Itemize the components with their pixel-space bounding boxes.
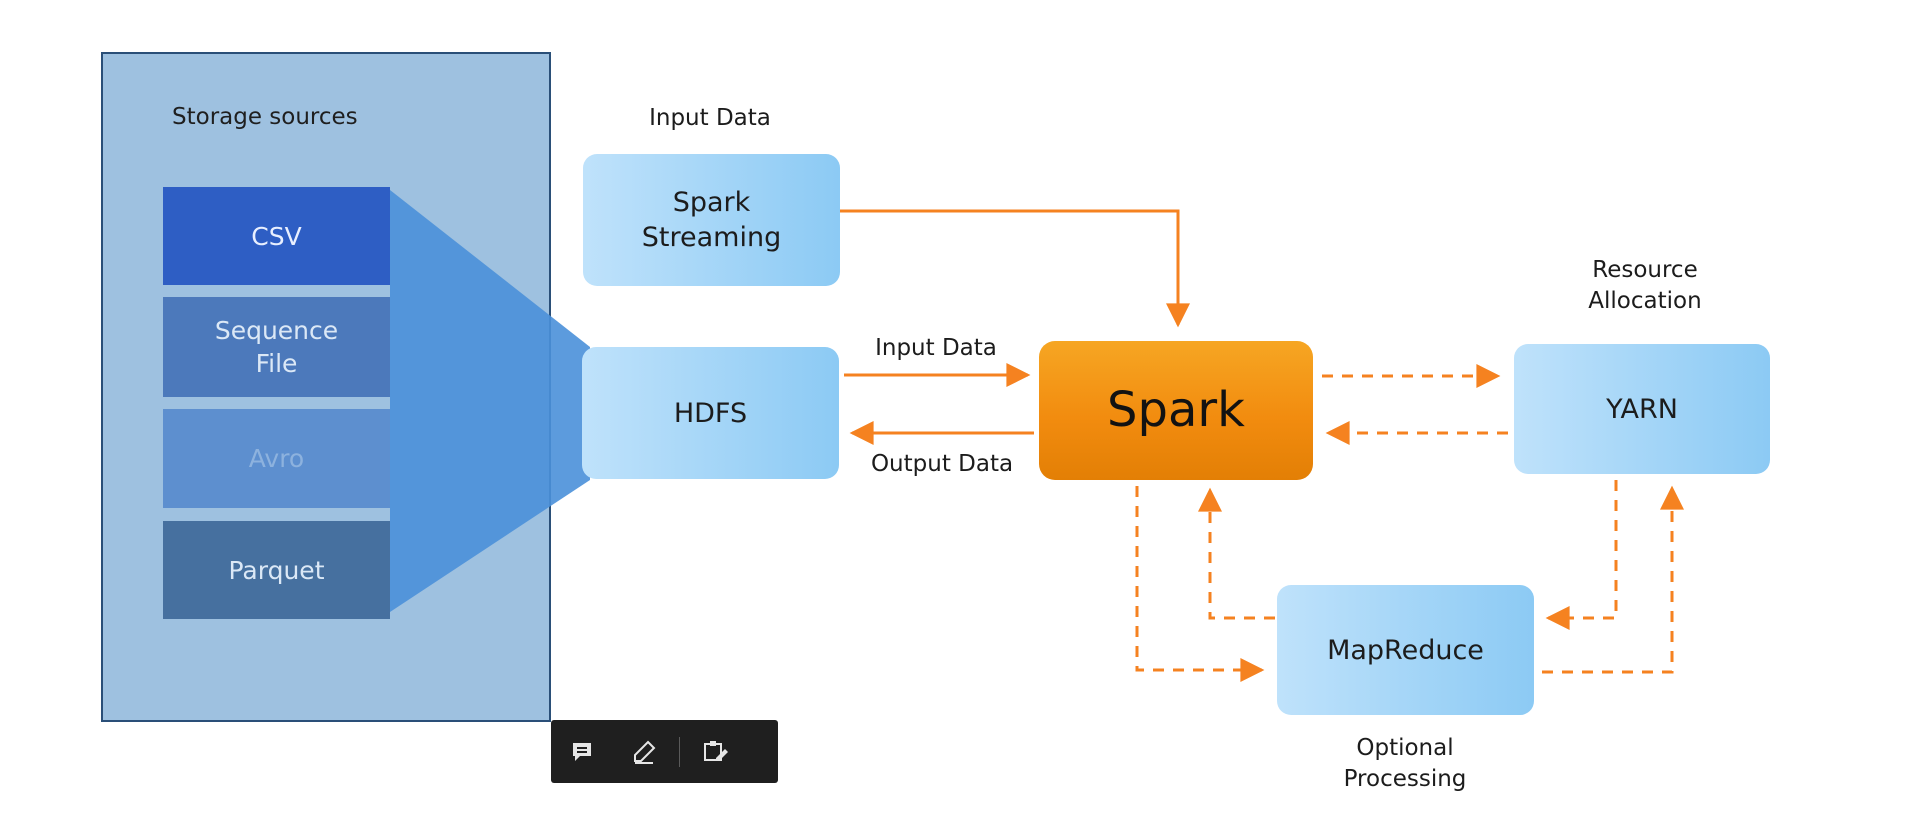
label-input-data-streaming: Input Data <box>649 105 771 131</box>
storage-funnel <box>390 190 590 612</box>
node-yarn: YARN <box>1514 344 1770 474</box>
stamp-icon <box>704 740 728 761</box>
comment-icon <box>573 742 591 761</box>
comment-button[interactable] <box>551 720 613 783</box>
storage-sources-title: Storage sources <box>172 104 358 130</box>
annotation-toolbar <box>551 720 778 783</box>
pen-icon <box>634 740 656 764</box>
stamp-button[interactable] <box>684 720 746 783</box>
format-csv: CSV <box>163 187 390 285</box>
node-spark-streaming: Spark Streaming <box>583 154 840 286</box>
node-mapreduce: MapReduce <box>1277 585 1534 715</box>
format-avro: Avro <box>163 409 390 508</box>
node-hdfs: HDFS <box>582 347 839 479</box>
arrow-spark-to-mapreduce <box>1135 486 1265 682</box>
node-spark: Spark <box>1039 341 1313 480</box>
toolbar-separator <box>679 736 680 767</box>
arrow-mapreduce-to-yarn <box>1542 485 1684 674</box>
label-input-data-hdfs: Input Data <box>875 335 997 361</box>
arrow-mapreduce-to-spark <box>1198 487 1275 620</box>
label-resource-allocation: Resource Allocation <box>1588 257 1702 314</box>
format-sequence-file: Sequence File <box>163 297 390 397</box>
label-optional-processing: Optional Processing <box>1343 735 1467 792</box>
format-parquet: Parquet <box>163 521 390 619</box>
arrow-streaming-to-spark <box>840 209 1190 328</box>
pen-button[interactable] <box>613 720 675 783</box>
label-output-data: Output Data <box>870 451 1014 477</box>
arrow-yarn-to-mapreduce <box>1545 480 1618 630</box>
